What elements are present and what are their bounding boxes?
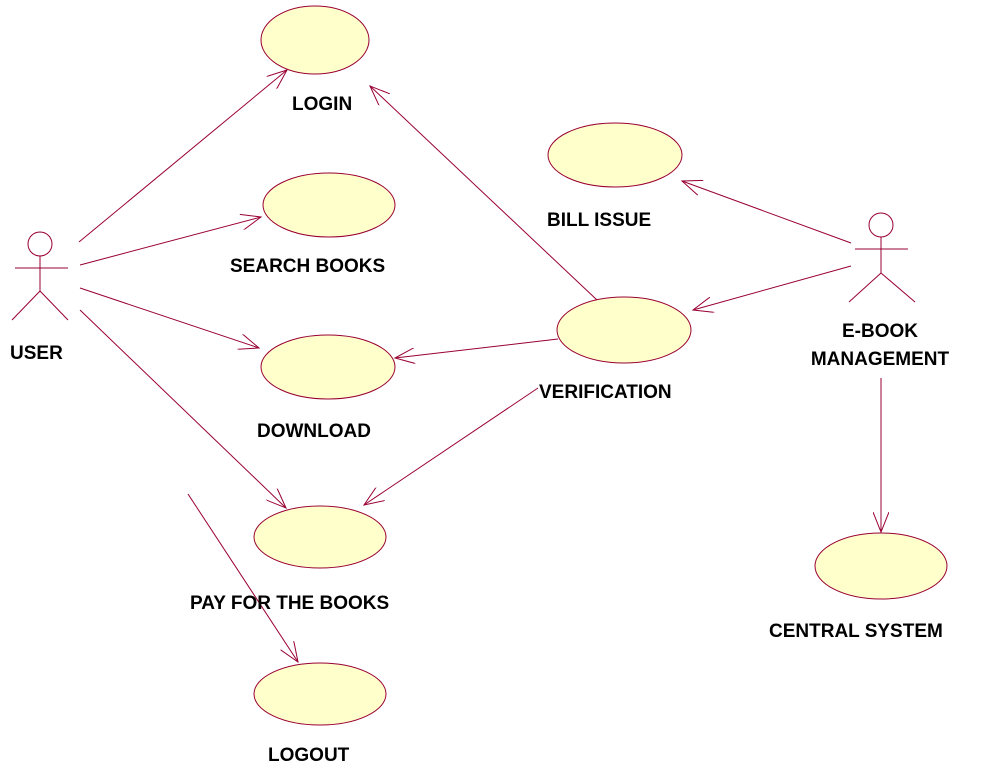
assoc-user-login	[78, 70, 287, 243]
use-case-logout[interactable]	[253, 662, 387, 726]
use-case-label-pay-for-the-books: PAY FOR THE BOOKS	[190, 593, 390, 614]
assoc-user-search-books	[79, 217, 261, 266]
use-case-download[interactable]	[260, 334, 396, 400]
use-case-search-books[interactable]	[262, 172, 396, 238]
actor-user-figure[interactable]	[11, 231, 69, 321]
actor-label-user: USER	[10, 343, 63, 364]
use-case-central-system[interactable]	[814, 532, 948, 600]
actor-label-ebook-line1: E-BOOK	[842, 321, 918, 342]
actor-label-ebook-line2: MANAGEMENT	[810, 349, 950, 370]
assoc-verification-download	[395, 338, 559, 358]
assoc-ebook-bill-issue	[682, 181, 852, 244]
use-case-verification[interactable]	[556, 296, 692, 364]
use-case-label-bill-issue: BILL ISSUE	[547, 210, 652, 231]
use-case-pay-for-the-books[interactable]	[253, 505, 387, 569]
assoc-verification-pay-for-books	[364, 387, 539, 505]
assoc-verification-login	[370, 86, 598, 301]
use-case-label-login: LOGIN	[292, 94, 353, 115]
use-case-label-download: DOWNLOAD	[257, 421, 371, 442]
assoc-user-download	[79, 287, 259, 348]
use-case-bill-issue[interactable]	[547, 122, 683, 188]
assoc-logout	[187, 493, 298, 662]
assoc-ebook-verification	[693, 265, 852, 310]
use-case-label-search-books: SEARCH BOOKS	[230, 256, 386, 277]
use-case-label-central-system: CENTRAL SYSTEM	[769, 621, 943, 642]
actor-ebook-management-figure[interactable]	[848, 212, 916, 303]
use-case-label-logout: LOGOUT	[268, 745, 350, 766]
assoc-user-pay-for-books	[79, 309, 286, 508]
use-case-login[interactable]	[260, 5, 370, 75]
use-case-label-verification: VERIFICATION	[539, 382, 672, 403]
